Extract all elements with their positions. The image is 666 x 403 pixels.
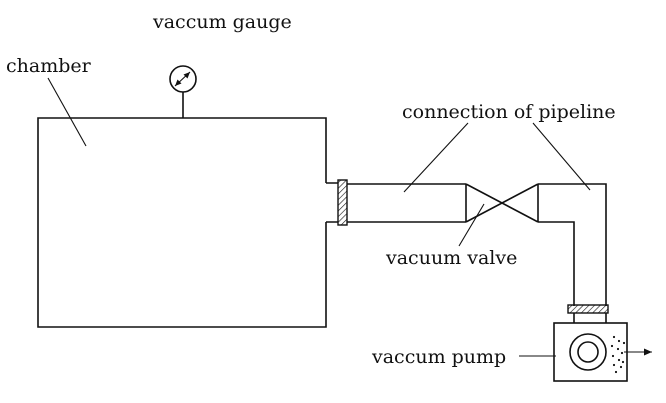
chamber-outline <box>37 117 327 328</box>
label-chamber: chamber <box>6 55 92 77</box>
pipeline-left <box>347 183 466 223</box>
pump-inlet <box>573 313 607 323</box>
pipeline-right <box>538 183 607 306</box>
label-valve: vacuum valve <box>385 247 517 269</box>
pump-body <box>553 322 628 382</box>
label-pipeline: connection of pipeline <box>402 101 616 123</box>
pump-rotor-inner <box>577 341 599 363</box>
chamber-neck <box>326 182 338 223</box>
leader-valve <box>458 203 485 247</box>
exhaust-arrow-icon <box>624 348 652 356</box>
label-gauge: vaccum gauge <box>152 11 292 33</box>
pump-flange <box>567 304 609 314</box>
chamber-flange <box>337 179 348 226</box>
leader-pipeline-1 <box>403 122 469 193</box>
leader-chamber <box>47 77 87 147</box>
pump-exhaust-dots <box>610 335 626 374</box>
valve-body <box>465 183 539 223</box>
pump-rotor-outer <box>569 333 607 371</box>
gauge-dial-icon <box>169 65 197 93</box>
leader-pipeline-2 <box>532 122 591 191</box>
label-pump: vaccum pump <box>371 346 506 368</box>
